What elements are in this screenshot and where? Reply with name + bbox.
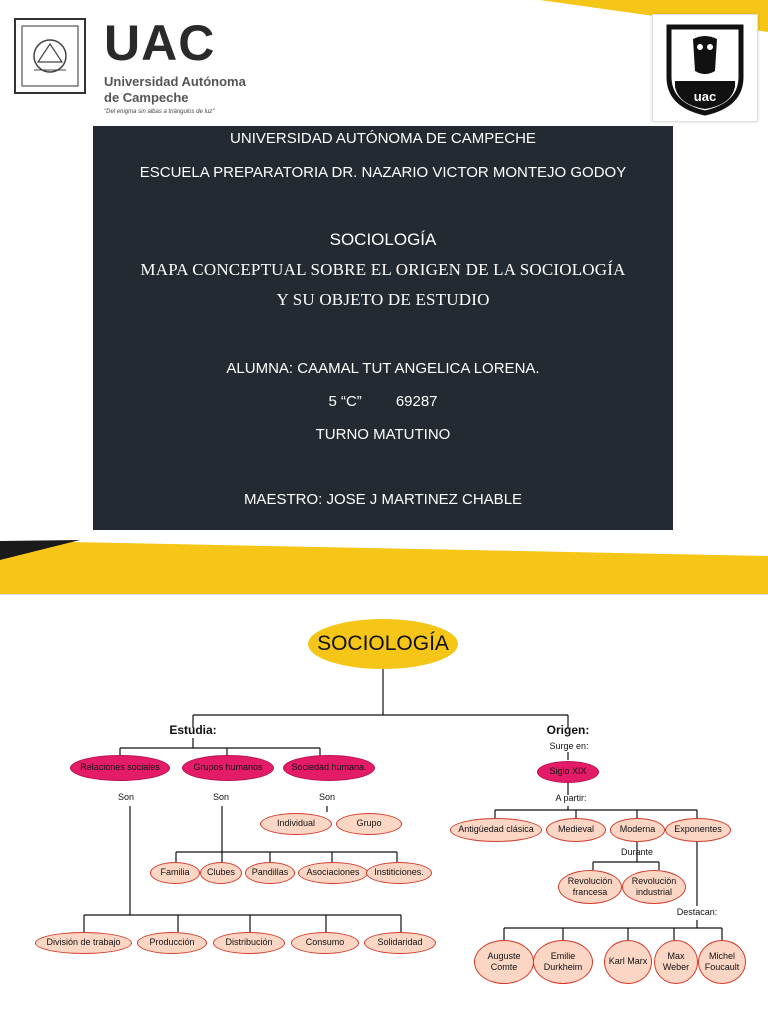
node-solidaridad: Solidaridad bbox=[364, 932, 436, 954]
label-son-1: Son bbox=[117, 792, 135, 802]
cover-title-line2: Y SU OBJETO DE ESTUDIO bbox=[276, 290, 490, 309]
cover-school: ESCUELA PREPARATORIA DR. NAZARIO VICTOR … bbox=[139, 164, 627, 181]
university-motto: "Del enigma sin albas a triángulos de lu… bbox=[104, 109, 215, 115]
node-moderna: Moderna bbox=[610, 818, 665, 842]
cover-id-number: 69287 bbox=[395, 393, 438, 410]
node-pandillas: Pandillas bbox=[245, 862, 295, 884]
cover-group: 5 “C” bbox=[328, 393, 362, 410]
node-max-weber: Max Weber bbox=[654, 940, 698, 984]
cover-teacher: MAESTRO: JOSE J MARTINEZ CHABLE bbox=[243, 491, 523, 508]
node-grupo: Grupo bbox=[336, 813, 402, 835]
node-auguste-comte: Auguste Comte bbox=[474, 940, 534, 984]
label-a-partir: A partir: bbox=[555, 793, 587, 803]
cover-group-line: 5 “C” 69287 bbox=[93, 393, 673, 410]
heading-origen: Origen: bbox=[546, 723, 590, 737]
label-son-2: Son bbox=[212, 792, 230, 802]
node-medieval: Medieval bbox=[546, 818, 606, 842]
label-destacan: Destacan: bbox=[676, 907, 718, 917]
page-divider bbox=[0, 594, 768, 595]
node-antiguedad-clasica: Antigüedad clásica bbox=[450, 818, 542, 842]
node-consumo: Consumo bbox=[291, 932, 359, 954]
cover-panel: UNIVERSIDAD AUTÓNOMA DE CAMPECHE ESCUELA… bbox=[93, 126, 673, 530]
owl-logo-text: uac bbox=[694, 89, 716, 104]
cover-university: UNIVERSIDAD AUTÓNOMA DE CAMPECHE bbox=[230, 130, 536, 147]
node-clubes: Clubes bbox=[200, 862, 242, 884]
university-name-line2: de Campeche bbox=[104, 90, 189, 105]
node-instituciones: Institiciones. bbox=[366, 862, 432, 884]
node-karl-marx: Karl Marx bbox=[604, 940, 652, 984]
node-asociaciones: Asociaciones bbox=[298, 862, 368, 884]
university-name: Universidad Autónoma de Campeche bbox=[104, 74, 246, 106]
node-distribucion: Distribución bbox=[213, 932, 285, 954]
label-son-3: Son bbox=[318, 792, 336, 802]
node-individual: Individual bbox=[260, 813, 332, 835]
owl-logo-frame: uac bbox=[652, 14, 758, 122]
university-name-line1: Universidad Autónoma bbox=[104, 74, 246, 89]
cover-student: ALUMNA: CAAMAL TUT ANGELICA LORENA. bbox=[226, 360, 540, 377]
node-familia: Familia bbox=[150, 862, 200, 884]
black-band-accent bbox=[0, 540, 80, 560]
node-emilie-durkheim: Emilie Durkheim bbox=[533, 940, 593, 984]
node-grupos-humanos: Grupos humanos bbox=[182, 755, 274, 781]
node-sociedad-humana: Sociedad humana. bbox=[283, 755, 375, 781]
heading-estudia: Estudia: bbox=[169, 723, 217, 737]
label-durante: Durante bbox=[620, 847, 654, 857]
node-relaciones-sociales: Relaciones sociales bbox=[70, 755, 170, 781]
cover-subject: SOCIOLOGÍA bbox=[329, 230, 437, 249]
node-revolucion-francesa: Revolución francesa bbox=[558, 870, 622, 904]
university-seal-icon bbox=[14, 18, 86, 94]
bottom-yellow-band bbox=[0, 541, 768, 594]
owl-shield-icon: uac bbox=[666, 24, 744, 116]
node-exponentes: Exponentes bbox=[665, 818, 731, 842]
cover-title-line1: MAPA CONCEPTUAL SOBRE EL ORIGEN DE LA SO… bbox=[140, 260, 626, 279]
node-division-trabajo: División de trabajo bbox=[35, 932, 132, 954]
label-surge-en: Surge en: bbox=[549, 741, 589, 751]
cover-shift: TURNO MATUTINO bbox=[315, 426, 451, 443]
node-siglo-xix: Siglo XIX bbox=[537, 761, 599, 783]
node-revolucion-industrial: Revolución industrial bbox=[622, 870, 686, 904]
map-root-sociologia: SOCIOLOGÍA bbox=[308, 619, 458, 669]
node-michel-foucault: Michel Foucault bbox=[698, 940, 746, 984]
node-produccion: Producción bbox=[137, 932, 207, 954]
uac-wordmark: UAC bbox=[104, 15, 216, 71]
